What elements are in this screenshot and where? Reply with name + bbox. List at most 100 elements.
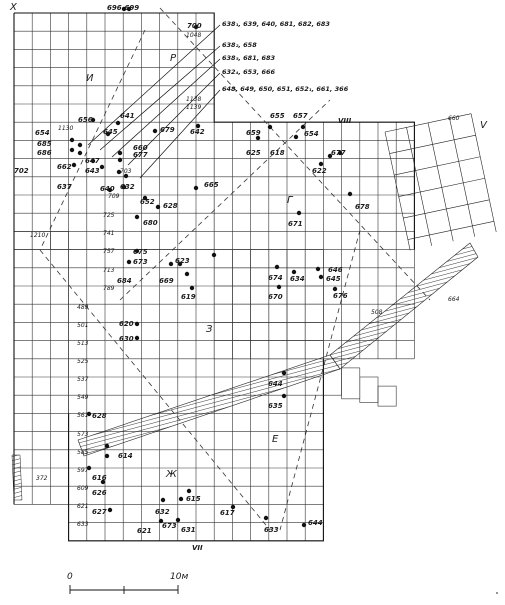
find-dot bbox=[158, 518, 164, 524]
corner-x-label: X bbox=[10, 2, 17, 13]
find-number: 645 bbox=[103, 128, 118, 136]
find-dot bbox=[193, 185, 199, 191]
grid-number: 709 bbox=[108, 193, 120, 200]
grid-number: 703 bbox=[120, 168, 132, 175]
find-number: 614 bbox=[118, 452, 133, 460]
grid-number: 508 bbox=[371, 309, 383, 316]
section-vii-label: VII bbox=[192, 544, 203, 552]
find-number: 632 bbox=[120, 183, 135, 191]
find-number: 643 bbox=[85, 167, 100, 175]
grid-number: 1130 bbox=[58, 125, 74, 132]
find-dot bbox=[193, 24, 199, 30]
find-number: 644 bbox=[308, 519, 323, 527]
find-dot bbox=[90, 158, 96, 164]
find-dot bbox=[107, 187, 113, 193]
find-dot bbox=[117, 150, 123, 156]
grid-number: 621 bbox=[77, 503, 89, 510]
callout-label: 638₃, 681, 683 bbox=[222, 54, 276, 62]
find-dot bbox=[69, 147, 75, 153]
find-number: 654 bbox=[35, 129, 50, 137]
find-number: 679 bbox=[160, 126, 175, 134]
tilted-grid-line bbox=[394, 156, 481, 176]
find-number: 696-699 bbox=[107, 4, 140, 12]
hatched-band-lower bbox=[77, 354, 341, 457]
find-number: 656 bbox=[78, 116, 93, 124]
scale-zero-label: 0 bbox=[67, 572, 73, 582]
find-number: 626 bbox=[92, 489, 107, 497]
find-number: 670 bbox=[268, 293, 283, 301]
find-dot bbox=[86, 465, 92, 471]
dashed-line bbox=[39, 29, 146, 251]
find-dot bbox=[107, 507, 113, 513]
find-number: 623 bbox=[175, 257, 190, 265]
find-number: 641 bbox=[120, 112, 135, 120]
grid-cell bbox=[341, 367, 361, 400]
dashed-line bbox=[159, 7, 431, 301]
find-number: 620 bbox=[119, 320, 134, 328]
scale-ten-label: 10м bbox=[170, 572, 189, 582]
find-number: 652 bbox=[140, 198, 155, 206]
find-dot bbox=[184, 271, 190, 277]
find-number: 684 bbox=[117, 277, 132, 285]
find-dot bbox=[300, 124, 306, 130]
grid-number: 549 bbox=[77, 394, 89, 401]
find-dot bbox=[291, 269, 297, 275]
find-number: 615 bbox=[186, 495, 201, 503]
callout-label: 638₂, 658 bbox=[222, 41, 257, 49]
find-number: 673 bbox=[162, 522, 177, 530]
grid-number: 501 bbox=[77, 322, 89, 329]
find-dot bbox=[105, 131, 111, 137]
find-dot bbox=[71, 162, 77, 168]
find-dot bbox=[230, 504, 236, 510]
find-dot bbox=[332, 286, 338, 292]
tilted-grid-line bbox=[470, 113, 497, 233]
find-number: 622 bbox=[312, 167, 327, 175]
grid-number: 633 bbox=[77, 521, 89, 528]
grid-number: 537 bbox=[77, 376, 89, 383]
find-number: 647 bbox=[85, 157, 100, 165]
find-number: 633 bbox=[264, 526, 279, 534]
grid-number: 1139 bbox=[186, 104, 202, 111]
find-dot bbox=[134, 248, 140, 254]
find-dot bbox=[134, 321, 140, 327]
find-number: 654 bbox=[304, 130, 319, 138]
callout-leader bbox=[127, 72, 221, 166]
find-number: 645 bbox=[326, 275, 341, 283]
tilted-grid-line bbox=[384, 113, 472, 133]
find-number: 634 bbox=[290, 275, 305, 283]
find-number: 617 bbox=[220, 509, 235, 517]
find-dot bbox=[77, 150, 83, 156]
find-dot bbox=[126, 259, 132, 265]
grid-cell bbox=[359, 376, 379, 403]
find-dot bbox=[274, 264, 280, 270]
grid-number: 664 bbox=[448, 296, 460, 303]
find-number: 676 bbox=[333, 292, 348, 300]
find-number: 700 bbox=[187, 22, 202, 30]
find-dot bbox=[296, 210, 302, 216]
find-number: 678 bbox=[355, 203, 370, 211]
find-number: 685 bbox=[37, 140, 52, 148]
tilted-grid-line bbox=[427, 122, 454, 242]
callout-label: 632₄, 653, 666 bbox=[222, 68, 276, 76]
find-dot bbox=[255, 135, 261, 141]
find-dot bbox=[121, 184, 127, 190]
grid-number: 573 bbox=[77, 431, 89, 438]
find-dot bbox=[117, 157, 123, 163]
find-number: 674 bbox=[268, 274, 283, 282]
find-dot bbox=[195, 123, 201, 129]
find-number: 662 bbox=[57, 163, 72, 171]
callout-leaders bbox=[87, 24, 221, 179]
find-dot bbox=[155, 204, 161, 210]
zone-zh-label: Ж bbox=[166, 469, 177, 480]
find-number: 665 bbox=[204, 181, 219, 189]
grid-number: 597 bbox=[77, 467, 89, 474]
find-dot bbox=[178, 496, 184, 502]
find-number: 616 bbox=[92, 474, 107, 482]
left-strip bbox=[11, 454, 23, 501]
find-dot bbox=[116, 169, 122, 175]
find-number: 686 bbox=[37, 149, 52, 157]
find-dot bbox=[134, 335, 140, 341]
callout-leader bbox=[139, 89, 221, 179]
find-dot bbox=[267, 124, 273, 130]
